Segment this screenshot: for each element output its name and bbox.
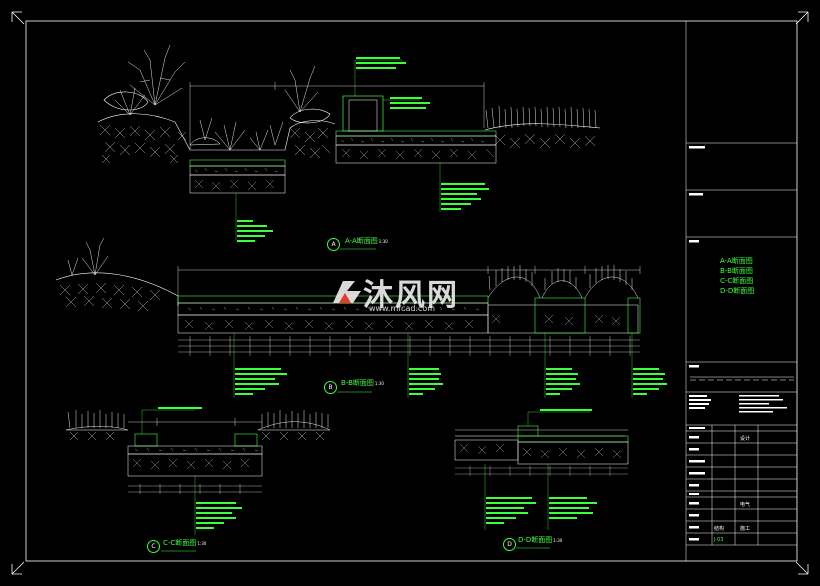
section-c-marker: C [147, 540, 160, 553]
section-b-b-drawing [55, 237, 667, 398]
gravel-texture-b [184, 306, 621, 331]
gravel-texture-c [132, 447, 259, 470]
section-a-title: A-A断面图1:30 [345, 236, 388, 246]
tb-drawing-name-1: A-A断面图 [720, 257, 753, 265]
section-c-title: C-C断面图1:30 [163, 538, 206, 548]
notes-c [158, 407, 242, 529]
tb-drawing-name-4: D-D断面图 [720, 287, 755, 295]
section-d-marker: D [503, 538, 516, 551]
notes-d [486, 409, 597, 524]
gravel-texture-a [194, 137, 495, 191]
tb-drawing-number: J-03 [714, 537, 724, 543]
section-b-scale: 1:30 [374, 381, 384, 386]
dimension-line-b [177, 266, 641, 296]
tb-structure-label: 结构 [714, 526, 725, 532]
tb-drawing-name-2: B-B断面图 [720, 267, 753, 275]
leaders-c [141, 409, 196, 535]
section-d-d-drawing [454, 409, 629, 549]
watermark: 沐风网 www.mfcad.com [325, 270, 459, 314]
sheet-border [25, 20, 798, 562]
title-block-frame [685, 21, 797, 561]
section-a-title-text: A-A断面图 [345, 237, 378, 245]
dimension-line-c [128, 418, 262, 426]
tb-design-label: 设计 [740, 436, 751, 442]
leaders-d [484, 411, 590, 530]
title-block-small-text [689, 146, 787, 541]
section-b-title: B-B断面图1:30 [341, 378, 384, 388]
section-d-title: D-D断面图1:30 [518, 535, 562, 545]
watermark-name: 沐风网 [363, 278, 459, 313]
section-a-scale: 1:30 [378, 239, 388, 244]
earth-hatch-b [59, 282, 640, 356]
section-b-marker: B [324, 381, 337, 394]
section-b-title-text: B-B断面图 [341, 379, 374, 387]
earth-hatch-c [69, 431, 325, 494]
corner-marks [11, 11, 809, 575]
section-c-scale: 1:30 [197, 541, 207, 546]
plant-cluster-a [114, 44, 597, 151]
leaders-b [233, 333, 633, 398]
section-c-title-text: C-C断面图 [163, 539, 197, 547]
tb-electric-label: 电气 [740, 502, 751, 508]
plant-cluster-b [67, 237, 639, 299]
notes-a [237, 57, 489, 242]
section-d-title-text: D-D断面图 [518, 536, 553, 544]
tb-construction-label: 施工 [740, 526, 751, 532]
tb-drawing-name-3: C-C断面图 [720, 277, 754, 285]
plant-cluster-c [65, 410, 331, 431]
section-a-a-drawing [97, 44, 601, 250]
section-c-c-drawing [65, 407, 331, 552]
section-a-marker: A [327, 238, 340, 251]
leaders-a [235, 59, 441, 240]
watermark-url: www.mfcad.com [369, 304, 436, 313]
watermark-logo-icon [333, 281, 361, 303]
notes-b [235, 368, 667, 395]
dimension-line-a [189, 82, 485, 150]
section-d-scale: 1:30 [553, 538, 563, 543]
title-block-stamp-lines [690, 376, 794, 381]
earth-hatch-a [99, 124, 596, 164]
gravel-texture-d [455, 443, 628, 476]
